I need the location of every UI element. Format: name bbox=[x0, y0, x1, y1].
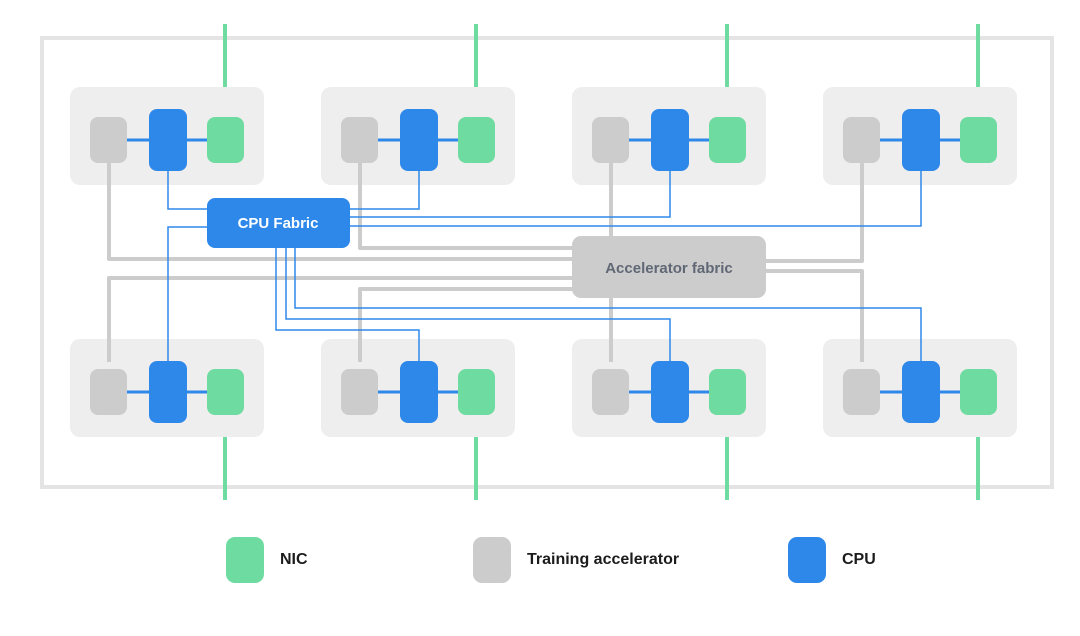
legend-label-cpu: CPU bbox=[842, 551, 876, 568]
cpu-4 bbox=[902, 109, 940, 171]
cpu-fabric-link-7 bbox=[285, 248, 671, 363]
training-accelerator-2 bbox=[341, 117, 378, 163]
cpu-fabric: CPU Fabric bbox=[207, 198, 350, 248]
accelerator-fabric-box bbox=[572, 236, 766, 298]
training-accelerator-4 bbox=[843, 117, 880, 163]
accelerator-fabric: Accelerator fabric bbox=[572, 236, 766, 298]
nic-7 bbox=[709, 369, 746, 415]
cpu-fabric-link-5 bbox=[167, 226, 207, 363]
training-accelerator-8 bbox=[843, 369, 880, 415]
legend-item-accelerator: Training accelerator bbox=[473, 536, 679, 584]
cpu-6 bbox=[400, 361, 438, 423]
cpu-fabric-link-4 bbox=[350, 163, 922, 227]
training-accelerator-6 bbox=[341, 369, 378, 415]
cpu-fabric-link-1 bbox=[167, 163, 207, 210]
cpu-3 bbox=[651, 109, 689, 171]
nic-3 bbox=[709, 117, 746, 163]
nic-5 bbox=[207, 369, 244, 415]
accelerator-fabric-link-6 bbox=[358, 287, 572, 362]
accelerator-fabric-link-1 bbox=[107, 163, 572, 261]
nic-swatch-icon bbox=[226, 537, 264, 583]
legend-label-nic: NIC bbox=[280, 551, 308, 568]
accelerator-fabric-link-4 bbox=[766, 163, 864, 263]
node-components bbox=[90, 109, 997, 423]
nic-8 bbox=[960, 369, 997, 415]
accelerator-fabric-link-8 bbox=[766, 269, 864, 362]
training-accelerator-1 bbox=[90, 117, 127, 163]
cpu-1 bbox=[149, 109, 187, 171]
cpu-fabric-box bbox=[207, 198, 350, 248]
system-enclosure bbox=[40, 36, 1054, 489]
training-accelerator-3 bbox=[592, 117, 629, 163]
cpu-5 bbox=[149, 361, 187, 423]
legend-label-accelerator: Training accelerator bbox=[527, 551, 680, 568]
legend-item-nic: NIC bbox=[226, 536, 308, 584]
cpu-fabric-link-6 bbox=[275, 248, 420, 363]
cpu-swatch-icon bbox=[788, 537, 826, 583]
training-accelerator-7 bbox=[592, 369, 629, 415]
cpu-fabric-link-8 bbox=[294, 248, 922, 363]
nic-1 bbox=[207, 117, 244, 163]
cpu-fabric-link-3 bbox=[350, 163, 671, 218]
cpu-fabric-link-2 bbox=[350, 163, 420, 210]
accelerator-fabric-label: Accelerator fabric bbox=[605, 260, 733, 277]
nic-4 bbox=[960, 117, 997, 163]
training-accelerator-5 bbox=[90, 369, 127, 415]
cpu-fabric-label: CPU Fabric bbox=[238, 215, 319, 232]
accelerator-fabric-link-5 bbox=[107, 276, 572, 362]
cpu-7 bbox=[651, 361, 689, 423]
legend-item-cpu: CPU bbox=[788, 536, 876, 584]
accelerator-swatch-icon bbox=[473, 537, 511, 583]
cpu-8 bbox=[902, 361, 940, 423]
cpu-fabric-links bbox=[167, 163, 922, 363]
nic-6 bbox=[458, 369, 495, 415]
nic-2 bbox=[458, 117, 495, 163]
accelerator-fabric-link-2 bbox=[358, 163, 572, 250]
cpu-2 bbox=[400, 109, 438, 171]
accelerator-fabric-links bbox=[107, 163, 864, 362]
